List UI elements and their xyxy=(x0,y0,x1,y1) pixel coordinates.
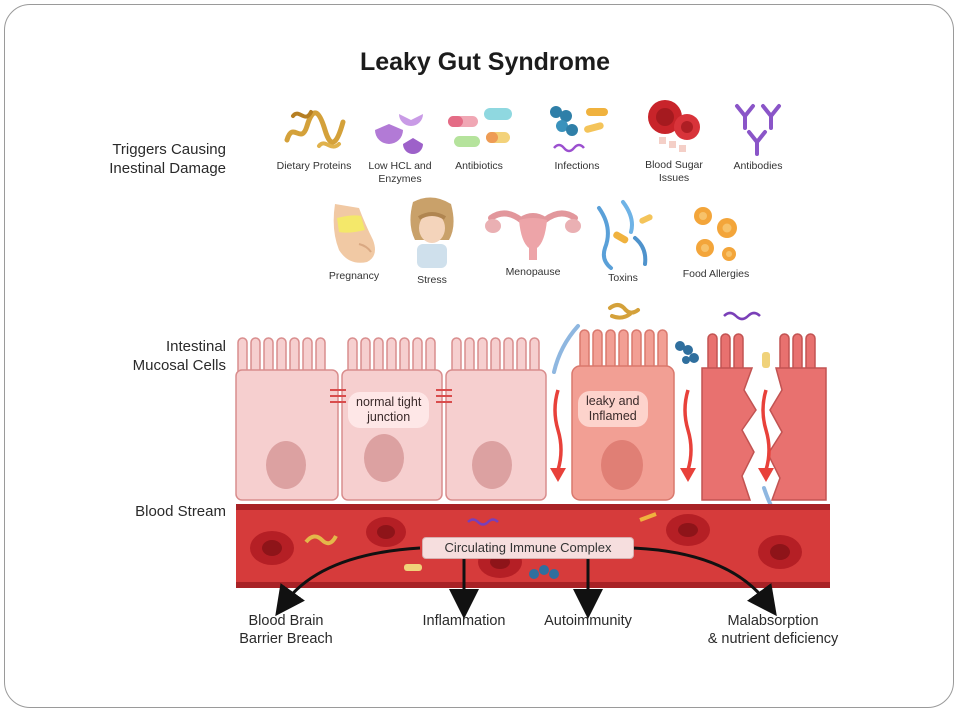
trigger-label: Low HCL and Enzymes xyxy=(368,160,432,185)
trigger-label: Toxins xyxy=(608,272,638,284)
protein-icon xyxy=(284,110,346,149)
inflamed-cell xyxy=(571,329,675,501)
triggers-section-label: Triggers Causing Inestinal Damage xyxy=(109,141,226,177)
trigger-menopause: Menopause xyxy=(483,204,583,279)
arrow-to-malabsorption xyxy=(631,546,777,617)
trigger-pregnancy: Pregnancy xyxy=(304,200,404,283)
trigger-label: Menopause xyxy=(505,266,561,278)
damaged-cell-right xyxy=(767,333,827,501)
outcome-malabsorption: Malabsorption & nutrient deficiency xyxy=(707,613,839,647)
pill-icon xyxy=(448,108,512,147)
trigger-label: Pregnancy xyxy=(328,270,380,282)
protein-particle xyxy=(608,303,640,320)
normal-cell-3 xyxy=(445,337,547,501)
enzyme-icon xyxy=(375,114,423,154)
outcome-autoimmunity: Autoimmunity xyxy=(544,613,632,629)
trigger-antibodies: Antibodies xyxy=(708,100,808,173)
trigger-dietary-proteins: Dietary Proteins xyxy=(264,100,364,173)
trigger-blood-sugar: Blood Sugar Issues xyxy=(624,95,724,185)
outcome-bbb-breach: Blood Brain Barrier Breach xyxy=(239,613,333,647)
stress-icon xyxy=(410,197,454,268)
trigger-label: Stress xyxy=(417,274,447,286)
circulating-immune-complex-label: Circulating Immune Complex xyxy=(422,537,634,559)
toxin-icon xyxy=(597,200,653,270)
bacteria-cluster xyxy=(675,341,699,364)
trigger-low-hcl: Low HCL and Enzymes xyxy=(350,100,450,186)
particle xyxy=(762,352,770,368)
trigger-food-allergies: Food Allergies xyxy=(666,202,766,281)
diagram-title: Leaky Gut Syndrome xyxy=(359,48,611,76)
normal-cell-1 xyxy=(235,337,339,501)
virus-strand xyxy=(723,311,761,321)
damaged-cell-left xyxy=(701,333,757,501)
arrow-to-bbb xyxy=(275,546,421,617)
blood-cell-icon xyxy=(648,100,700,152)
trigger-stress: Stress xyxy=(382,196,482,287)
antibody-icon xyxy=(735,104,781,156)
uterus-icon xyxy=(485,210,581,260)
red-blood-cells xyxy=(250,514,802,578)
trigger-label: Food Allergies xyxy=(682,268,750,280)
trigger-label: Antibodies xyxy=(733,160,783,172)
trigger-label: Antibiotics xyxy=(455,160,503,172)
trigger-label: Infections xyxy=(554,160,600,172)
outcome-inflammation: Inflammation xyxy=(422,613,506,629)
toxin-strand xyxy=(552,324,580,374)
trigger-infections: Infections xyxy=(527,100,627,173)
leak-arrows xyxy=(553,389,771,471)
leaky-inflamed-label: leaky and Inflamed xyxy=(578,391,648,427)
mucosal-cells-section-label: Intestinal Mucosal Cells xyxy=(132,338,226,374)
blood-stream-section-label: Blood Stream xyxy=(135,503,226,520)
pregnancy-icon xyxy=(333,204,375,263)
tight-junction-marks xyxy=(330,389,452,403)
trigger-antibiotics: Antibiotics xyxy=(429,100,529,173)
trigger-toxins: Toxins xyxy=(573,198,673,285)
allergen-icon xyxy=(694,207,737,261)
trigger-label: Dietary Proteins xyxy=(276,160,352,172)
normal-junction-label: normal tight junction xyxy=(348,392,430,428)
bacteria-icon xyxy=(550,106,608,153)
trigger-label: Blood Sugar Issues xyxy=(645,159,703,184)
